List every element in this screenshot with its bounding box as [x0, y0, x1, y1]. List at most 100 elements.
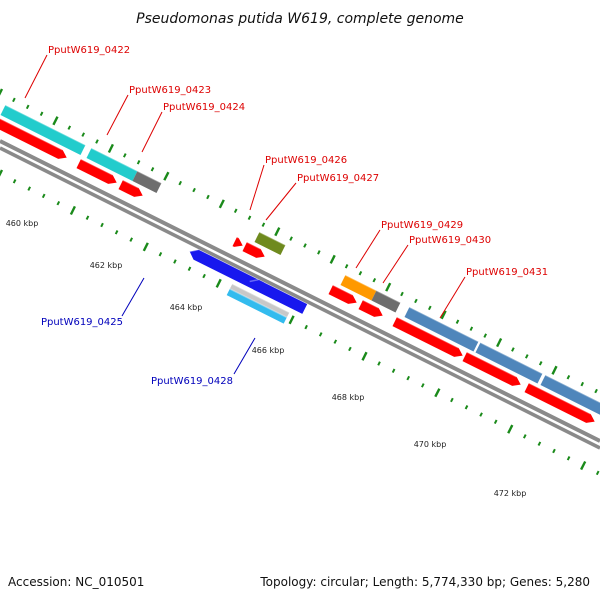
cds-0433-arrow-body	[524, 383, 595, 423]
gene-0424-box	[132, 170, 162, 193]
topology-text: Topology: circular; Length: 5,774,330 bp…	[259, 575, 590, 589]
gene-labels: PputW619_0422PputW619_0423PputW619_0424P…	[24, 45, 548, 387]
cds-0424-arrow-highlight	[122, 179, 140, 189]
cds-0423-arrow-body	[76, 159, 117, 184]
cds-0424-arrow	[118, 179, 143, 197]
gene-0428-arrow-highlight	[249, 278, 259, 283]
leader-line	[233, 337, 256, 375]
gene-0433-box-body	[540, 375, 600, 415]
lower-track-major-tick	[288, 315, 295, 325]
kbp-label: 464 kbp	[170, 303, 203, 312]
lower-track-minor-tick	[537, 441, 542, 446]
lower-track-major-tick	[580, 460, 587, 471]
gene-0430-box-body	[371, 290, 401, 313]
cds-0433-arrow-highlight	[528, 382, 592, 415]
gene-label: PputW619_0425	[41, 317, 123, 328]
cds-0423-arrow-highlight	[80, 158, 114, 176]
leader-line	[24, 54, 48, 99]
upper-track-minor-tick	[414, 298, 418, 304]
lower-track-minor-tick	[348, 346, 352, 352]
lower-track-minor-tick	[158, 251, 163, 257]
gene-0428-arrow-body	[249, 279, 308, 314]
gene-0425-arrow-highlight	[189, 248, 199, 253]
upper-track-minor-tick	[400, 291, 404, 297]
lower-track-minor-tick	[421, 383, 425, 388]
upper-track-minor-tick	[25, 104, 30, 110]
upper-track-minor-tick	[95, 139, 99, 144]
lower-track-minor-tick	[187, 266, 192, 272]
lower-track-minor-tick	[129, 237, 133, 242]
upper-track-minor-tick	[483, 333, 487, 338]
upper-track-minor-tick	[39, 111, 44, 117]
gene-label: PputW619_0429	[381, 220, 463, 231]
gene-0423-box-highlight	[91, 147, 138, 172]
upper-track-minor-tick	[511, 347, 515, 352]
upper-track-minor-tick	[289, 236, 293, 241]
upper-track-minor-tick	[372, 277, 377, 283]
upper-track-minor-tick	[206, 194, 210, 200]
lower-track-major-tick	[215, 278, 222, 288]
lower-track-minor-tick	[464, 405, 469, 410]
upper-track-major-tick	[52, 116, 59, 126]
kbp-label: 470 kbp	[414, 440, 447, 449]
gene-0428-silver-band-body	[229, 284, 290, 318]
gene-0428-silver-band-highlight	[231, 283, 290, 314]
upper-track-minor-tick	[538, 361, 543, 366]
gene-0432-box-body	[475, 342, 543, 384]
cds-0424-arrow-body	[118, 180, 143, 197]
cds-0426-arrow-body	[232, 237, 243, 247]
cds-0429-arrow	[328, 284, 357, 304]
lower-track-minor-tick	[595, 470, 600, 476]
gene-0432-box	[475, 341, 543, 384]
gene-label: PputW619_0426	[265, 155, 347, 166]
cds-0429-arrow-highlight	[332, 284, 354, 296]
lower-track-minor-tick	[552, 448, 556, 454]
gene-label: PputW619_0428	[151, 376, 233, 387]
gene-0427-box-highlight	[259, 231, 286, 246]
upper-track-minor-tick	[12, 97, 16, 103]
lower-track-minor-tick	[304, 324, 308, 330]
cds-0431-arrow-highlight	[396, 316, 460, 349]
leader-line	[265, 182, 297, 221]
lower-track-minor-tick	[12, 179, 17, 184]
genome-backbone	[0, 139, 600, 450]
cds-0432-arrow-highlight	[466, 351, 518, 378]
cds-0432-arrow	[462, 351, 521, 386]
gene-0430-box-highlight	[376, 289, 401, 304]
upper-track-minor-tick	[192, 187, 196, 193]
upper-track-minor-tick	[455, 319, 460, 324]
kbp-label: 472 kbp	[494, 489, 527, 498]
lower-track-major-tick	[69, 205, 76, 216]
gene-0432-box-highlight	[480, 341, 543, 375]
upper-track-major-tick	[551, 365, 558, 375]
feature-tracks	[0, 104, 600, 423]
green-tick-dots	[0, 88, 600, 476]
lower-track-minor-tick	[391, 368, 396, 374]
cds-0422-arrow-body	[0, 118, 67, 159]
gene-0422-box	[0, 104, 86, 155]
gene-label: PputW619_0422	[48, 45, 130, 56]
cds-0423-arrow	[76, 158, 117, 184]
upper-track-minor-tick	[580, 381, 585, 387]
cds-0433-arrow	[524, 382, 595, 423]
gene-0425-arrow-body	[189, 249, 265, 293]
cds-0431-arrow	[392, 316, 463, 357]
gene-0429-box	[340, 274, 377, 301]
lower-track-minor-tick	[523, 434, 527, 439]
lower-track-minor-tick	[318, 332, 323, 337]
gene-label: PputW619_0423	[129, 85, 211, 96]
upper-track-minor-tick	[178, 180, 182, 186]
upper-track-major-tick	[218, 199, 225, 209]
cds-0426-arrow-highlight	[236, 236, 240, 239]
cds-0432-arrow-body	[462, 352, 521, 386]
cds-0427-arrow-highlight	[246, 241, 262, 250]
gene-label: PputW619_0427	[297, 173, 379, 184]
upper-track-minor-tick	[358, 270, 363, 276]
map-title: Pseudomonas putida W619, complete genome	[136, 11, 464, 27]
accession-text: Accession: NC_010501	[8, 575, 144, 589]
cds-0422-arrow-highlight	[0, 117, 64, 151]
upper-track-minor-tick	[469, 326, 474, 331]
gene-0428-silver-band	[229, 283, 290, 318]
